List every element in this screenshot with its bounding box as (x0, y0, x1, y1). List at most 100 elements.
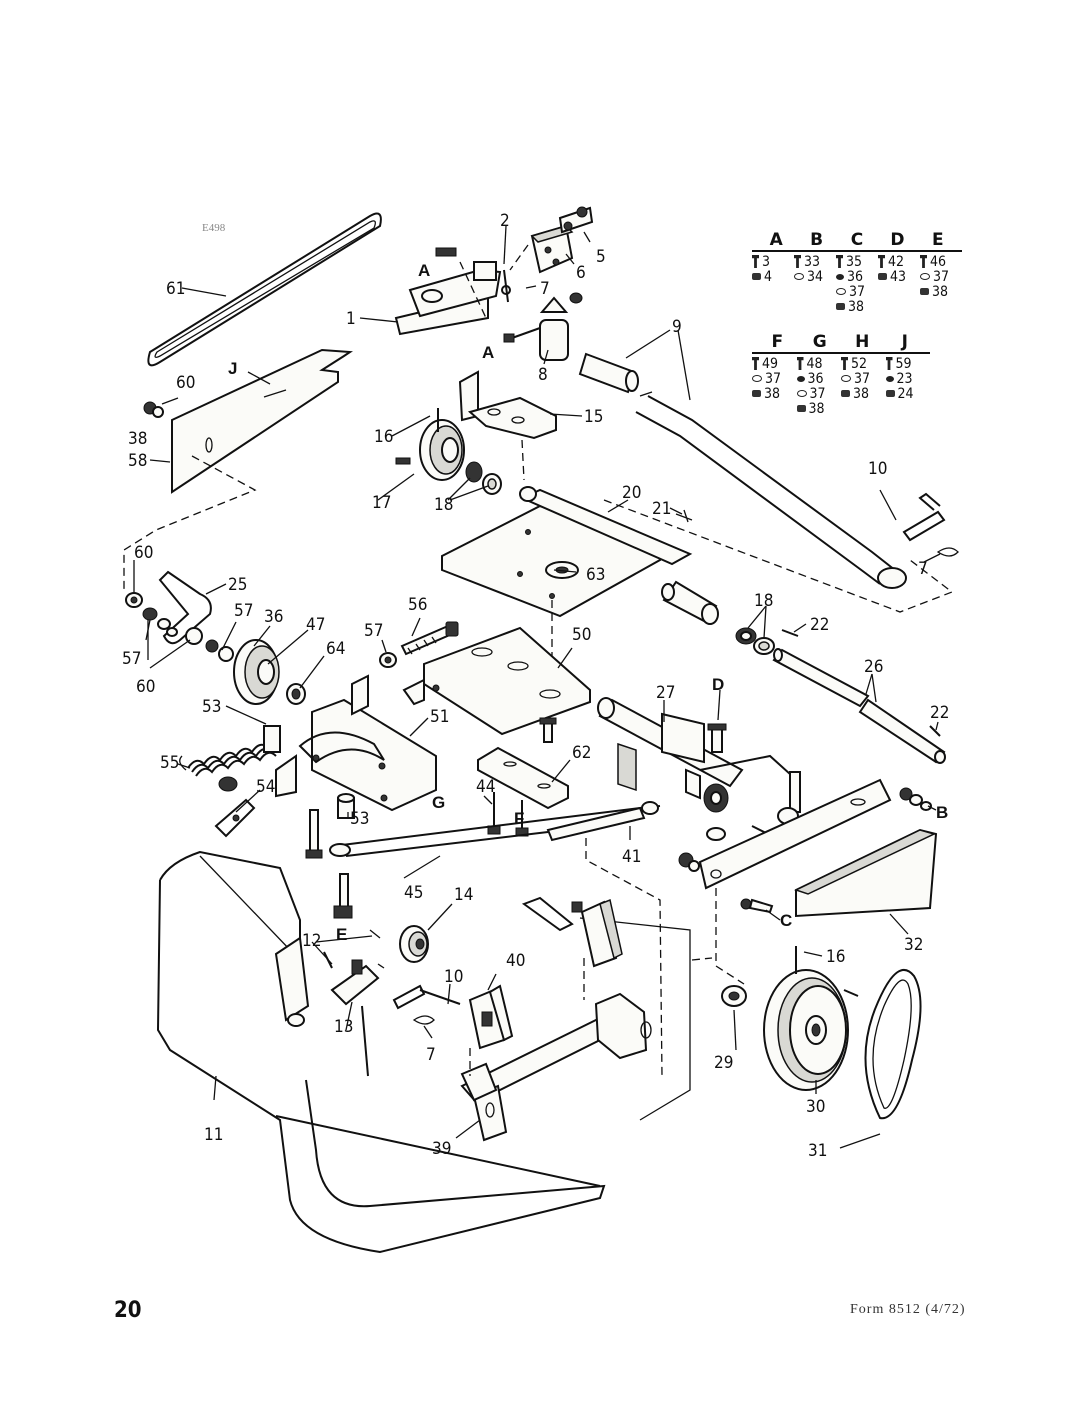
spacer-64 (286, 683, 306, 705)
legend-item: 3 (752, 254, 794, 270)
callout-58: 58 (128, 451, 147, 471)
callout-30: 30 (806, 1097, 825, 1117)
callout-26: 26 (864, 657, 883, 677)
diagram-code: E498 (202, 222, 226, 234)
page-number: 20 (114, 1298, 142, 1323)
legend-part-number: 33 (804, 253, 821, 270)
callout-8: 8 (538, 365, 548, 385)
legend-group-c: C (850, 230, 864, 250)
letter-e: E (336, 925, 347, 944)
legend-item: 37 (836, 284, 878, 300)
legend-part-number: 38 (932, 283, 949, 300)
leader-lines (133, 225, 941, 1149)
callout-9: 9 (672, 317, 682, 337)
washer-icon (794, 273, 804, 280)
washer-icon (836, 288, 846, 295)
nut-washer-38-60 (143, 401, 164, 418)
bolt-icon (878, 255, 885, 268)
callout-44: 44 (476, 777, 495, 797)
handle-10-lower (392, 984, 461, 1010)
pin-22b (929, 725, 941, 737)
callout-41: 41 (622, 847, 641, 867)
legend-item: 38 (836, 299, 878, 315)
callout-32: 32 (904, 935, 923, 955)
clamp-8 (503, 292, 583, 361)
pulley-47 (233, 639, 280, 705)
legend-bottom-header: F G H J (752, 332, 930, 354)
legend-item: 38 (920, 283, 962, 300)
callout-11: 11 (204, 1125, 223, 1145)
form-number: Form 8512 (4/72) (850, 1302, 966, 1317)
letter-j: J (228, 359, 237, 378)
callout-27: 27 (656, 683, 675, 703)
callout-39: 39 (432, 1139, 451, 1159)
legend-item: 35 (836, 253, 878, 270)
legend-part-number: 43 (890, 268, 907, 285)
callout-20: 20 (622, 483, 641, 503)
callout-7-right: 7 (918, 559, 928, 579)
tab-upper (521, 896, 623, 968)
letter-b: B (936, 803, 948, 822)
platform-20 (441, 486, 693, 618)
letter-f: F (514, 809, 524, 828)
v-belt-61 (147, 212, 382, 367)
callout-21: 21 (652, 499, 671, 519)
pulley-30 (763, 969, 849, 1091)
plate-5 (558, 206, 594, 234)
bracket-assembly-27 (597, 697, 802, 842)
washer-icon (796, 390, 807, 397)
letter-d: D (712, 675, 724, 694)
legend-part-number: 35 (846, 253, 863, 270)
callout-18-left: 18 (434, 495, 453, 515)
legend-item: 52 (841, 355, 886, 372)
bracket-13 (330, 959, 385, 1077)
shaft-26 (772, 648, 946, 764)
washer-icon (841, 375, 851, 382)
callout-5: 5 (596, 247, 606, 267)
callout-61: 61 (166, 279, 185, 299)
callout-18-right: 18 (754, 591, 773, 611)
tube-short (661, 580, 719, 625)
arm-1 (394, 261, 511, 336)
main-tube-9 (578, 352, 907, 589)
callout-25: 25 (228, 575, 247, 595)
legend-part-number: 52 (851, 355, 868, 372)
legend-part-number: 36 (807, 370, 824, 387)
legend-group-e: E (932, 230, 944, 250)
spacer-18a (465, 461, 502, 495)
legend-item: 36 (836, 269, 878, 285)
callout-7-lower: 7 (426, 1045, 436, 1065)
bolt-icon (920, 255, 927, 268)
callout-2: 2 (500, 211, 510, 231)
spring-55 (179, 743, 277, 777)
bolt-icon (752, 357, 759, 370)
legend-part-number: 37 (765, 370, 782, 387)
legend-item: 37 (920, 269, 962, 285)
legend-part-number: 38 (808, 400, 825, 417)
nut-icon (878, 273, 887, 280)
hub-29 (721, 985, 747, 1007)
legend-part-number: 37 (854, 370, 871, 387)
bolt-g (539, 717, 557, 743)
legend-group-h: H (855, 332, 870, 352)
bolt-icon (841, 357, 848, 370)
callout-12: 12 (302, 931, 321, 951)
rod-45-41 (329, 801, 661, 857)
legend-part-number: 49 (762, 355, 779, 372)
legend-top-header: A B C D E (752, 230, 962, 252)
callout-57-center: 57 (364, 621, 383, 641)
nut-b (899, 787, 932, 811)
washer-icon (752, 375, 762, 382)
callout-6: 6 (576, 263, 586, 283)
callout-31: 31 (808, 1141, 827, 1161)
bolt-icon (796, 357, 804, 370)
frame-51 (275, 674, 437, 812)
